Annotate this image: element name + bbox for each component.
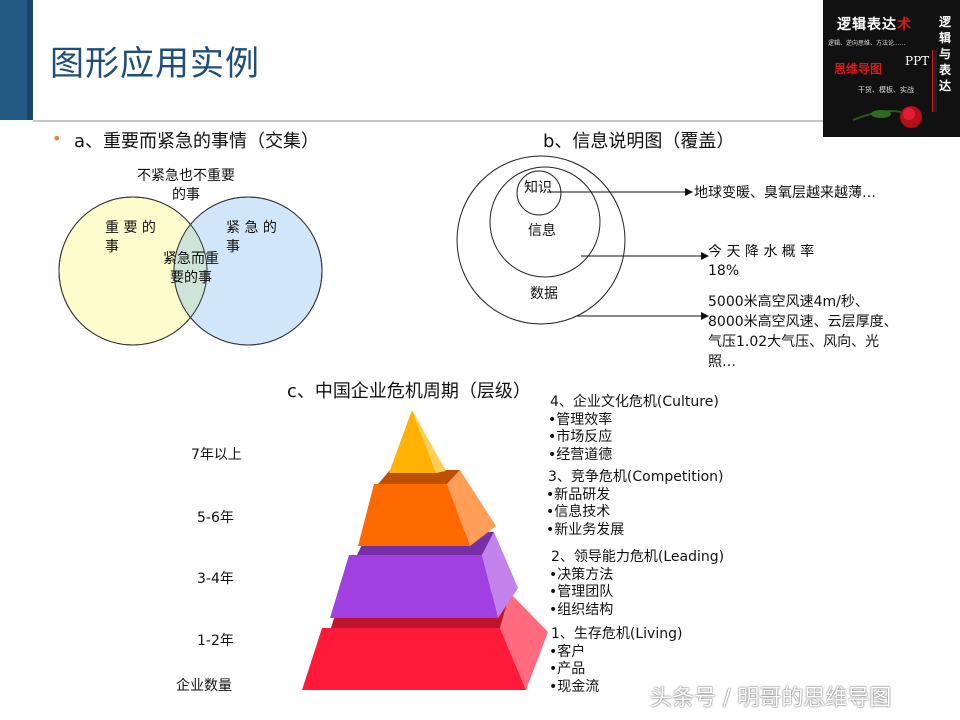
logo-line-3: 思维导图 <box>834 62 883 76</box>
circle-label-information: 信息 <box>528 223 556 239</box>
section-b-heading: b、信息说明图（覆盖） <box>543 131 735 152</box>
crisis-level-2-item: •组织结构 <box>549 601 614 618</box>
age-label-7plus: 7年以上 <box>191 447 242 463</box>
crisis-level-3-text: 3、竞争危机(Competition) •新品研发 •信息技术 •新业务发展 <box>546 469 724 539</box>
venn-left-label: 重 要 的 事 <box>105 220 156 255</box>
crisis-level-1-text: 1、生存危机(Living) •客户 •产品 •现金流 <box>549 626 682 696</box>
crisis-level-2-text: 2、领导能力危机(Leading) •决策方法 •管理团队 •组织结构 <box>549 549 724 619</box>
section-a-heading: a、重要而紧急的事情（交集） <box>74 131 320 152</box>
title-divider <box>33 120 823 122</box>
logo-vertical-text: 逻辑与表达 <box>939 15 952 93</box>
crisis-level-3-item: •信息技术 <box>546 504 611 520</box>
crisis-level-4-item: •管理效率 <box>548 411 613 428</box>
crisis-level-1-item: •产品 <box>549 661 586 677</box>
pyramid-level-4 <box>389 410 436 473</box>
crisis-level-3-item: •新品研发 <box>546 486 611 503</box>
crisis-level-2-item: •决策方法 <box>549 566 614 583</box>
crisis-level-2-title: 2、领导能力危机(Leading) <box>551 549 725 565</box>
venn-center-label: 紧急而重要的事 <box>163 251 219 286</box>
pyramid-level-3 <box>358 484 470 546</box>
watermark: 头条号 / 明哥的思维导图 <box>650 686 892 711</box>
pyramid-level-3-top <box>378 470 460 484</box>
pyramid-level-2-side <box>482 532 518 618</box>
crisis-level-3-title: 3、竞争危机(Competition) <box>548 469 724 485</box>
pyramid-level-2 <box>330 555 498 618</box>
note-knowledge: 地球变暖、臭氧层越来越薄… <box>694 185 876 201</box>
age-label-5-6: 5-6年 <box>197 510 234 526</box>
bullet-dot: • <box>52 129 62 148</box>
crisis-pyramid <box>302 410 548 690</box>
section-c-heading: c、中国企业危机周期（层级） <box>287 381 531 402</box>
page-title: 图形应用实例 <box>50 44 260 84</box>
venn-right-label: 紧 急 的 事 <box>226 220 277 255</box>
circle-label-knowledge: 知识 <box>524 180 552 196</box>
header-accent-bar <box>0 0 33 120</box>
age-label-3-4: 3-4年 <box>197 571 234 587</box>
pyramid-level-1 <box>302 628 526 690</box>
logo-line-5: 干货、模板、实战 <box>858 86 914 94</box>
pyramid-level-3-side <box>447 470 496 546</box>
note-information: 今 天 降 水 概 率 18% <box>708 244 815 279</box>
pyramid-level-1-side <box>500 593 548 690</box>
logo-line-4: PPT <box>905 54 930 68</box>
crisis-level-4-item: •市场反应 <box>548 429 613 445</box>
nested-circles-diagram <box>456 155 709 325</box>
crisis-level-4-title: 4、企业文化危机(Culture) <box>550 394 719 410</box>
brand-logo: 逻辑表达术 逻辑、逆向思维、方法论...... 思维导图 PPT 干货、模板、实… <box>823 0 960 137</box>
crisis-level-3-item: •新业务发展 <box>546 521 625 538</box>
crisis-level-1-item: •现金流 <box>549 678 600 695</box>
note-data: 5000米高空风速4m/秒、8000米高空风速、云层厚度、气压1.02大气压、风… <box>708 294 898 370</box>
age-label-1-2: 1-2年 <box>197 633 234 649</box>
crisis-level-4-item: •经营道德 <box>548 446 613 463</box>
venn-overlap-region <box>173 224 208 318</box>
crisis-level-2-item: •管理团队 <box>549 584 614 600</box>
crisis-level-1-item: •客户 <box>549 643 586 660</box>
rose-icon <box>852 106 922 128</box>
crisis-level-1-title: 1、生存危机(Living) <box>551 626 683 642</box>
circle-label-data: 数据 <box>530 286 558 302</box>
pyramid-level-4-side <box>412 410 446 473</box>
crisis-level-4-text: 4、企业文化危机(Culture) •管理效率 •市场反应 •经营道德 <box>548 394 719 464</box>
venn-diagram <box>58 196 323 346</box>
logo-line-1: 逻辑表达术 <box>837 17 912 33</box>
venn-outside-label: 不紧急也不重要的事 <box>137 168 235 203</box>
age-label-count: 企业数量 <box>176 678 232 694</box>
logo-line-2: 逻辑、逆向思维、方法论...... <box>828 40 906 47</box>
logo-strip <box>932 50 937 112</box>
